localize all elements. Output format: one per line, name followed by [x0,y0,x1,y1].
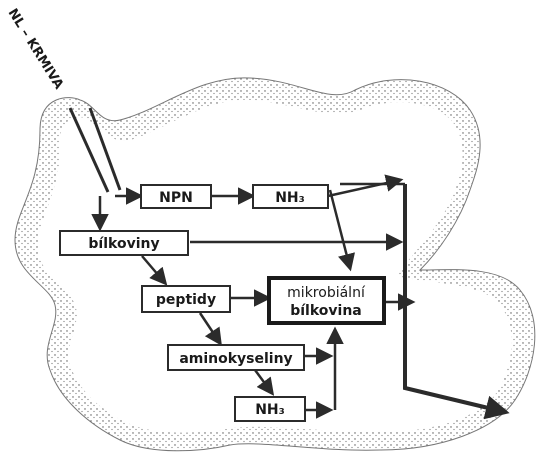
node-bilkoviny-label: bílkoviny [88,236,159,252]
node-microbial-line1: mikrobiální [287,285,366,301]
node-microbial-line2: bílkovina [290,303,362,319]
node-nh3-top: NH₃ [253,185,328,208]
node-nh3-top-label: NH₃ [275,190,305,206]
node-aminokyseliny-label: aminokyseliny [179,351,292,367]
node-aminokyseliny: aminokyseliny [168,345,304,370]
node-peptidy-label: peptidy [156,292,216,308]
node-nh3-bottom-label: NH₃ [255,402,285,418]
node-npn-label: NPN [159,190,193,206]
node-peptidy: peptidy [142,286,230,312]
feed-input-label: NL – KRMIVA [5,6,66,92]
node-npn: NPN [141,185,211,208]
stomach-outline [15,78,535,451]
node-bilkoviny: bílkoviny [60,231,188,255]
node-microbial-protein: mikrobiální bílkovina [269,278,384,323]
node-nh3-bottom: NH₃ [235,397,305,421]
